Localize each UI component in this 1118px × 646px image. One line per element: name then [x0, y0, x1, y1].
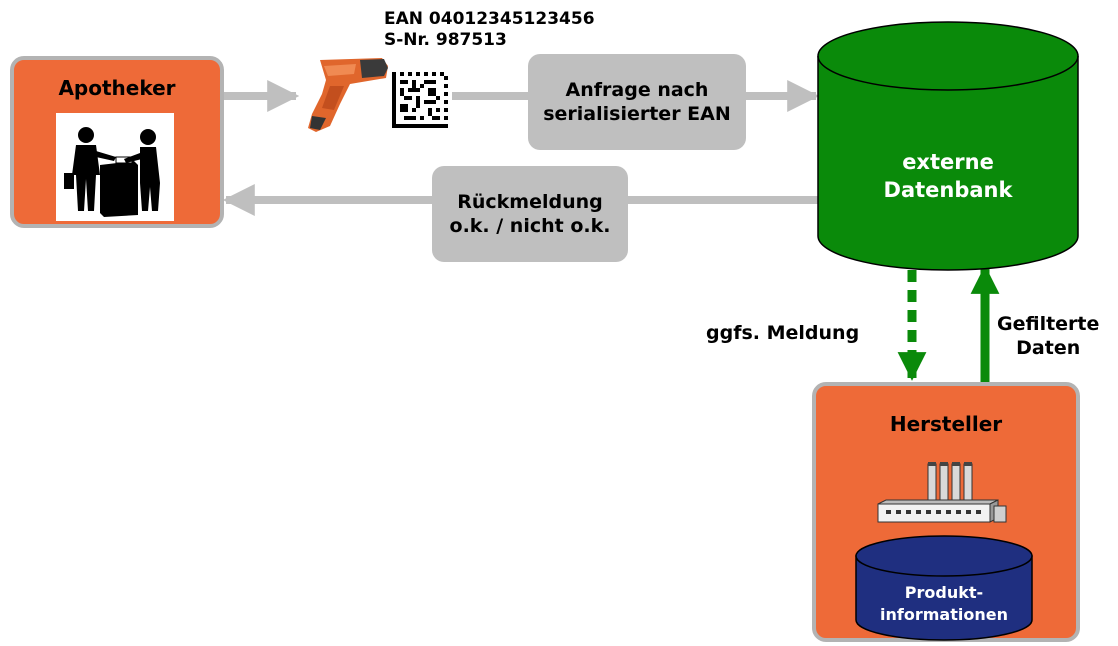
- datamatrix-code-icon: [392, 72, 448, 128]
- report-label: ggfs. Meldung: [706, 322, 860, 344]
- response-label-line2: o.k. / nicht o.k.: [449, 215, 611, 237]
- database-label-line2: Datenbank: [883, 178, 1013, 202]
- product-info-label: Produkt- informationen: [854, 582, 1034, 626]
- response-label-box: Rückmeldung o.k. / nicht o.k.: [432, 166, 628, 262]
- serial-number-label: S-Nr. 987513: [384, 30, 507, 50]
- product-info-line2: informationen: [880, 605, 1008, 624]
- request-label-line2: serialisierter EAN: [543, 103, 731, 125]
- manufacturer-node: Hersteller: [812, 382, 1080, 642]
- request-label-box: Anfrage nach serialisierter EAN: [528, 54, 746, 150]
- external-database-node: externe Datenbank: [816, 20, 1080, 272]
- database-cylinder-icon: [817, 21, 1079, 271]
- response-label-line1: Rückmeldung: [457, 191, 603, 213]
- filtered-data-label: Gefilterte Daten: [997, 312, 1099, 360]
- product-info-database: Produkt- informationen: [854, 534, 1034, 642]
- factory-icon: [876, 460, 1010, 530]
- database-label: externe Datenbank: [816, 148, 1080, 204]
- database-label-line1: externe: [902, 150, 994, 174]
- barcode-scanner-icon: [300, 44, 392, 136]
- product-database-cylinder-icon: [855, 535, 1033, 641]
- filtered-data-line2: Daten: [1016, 337, 1081, 359]
- pharmacist-node: Apotheker: [10, 56, 224, 228]
- product-info-line1: Produkt-: [904, 583, 984, 602]
- filtered-data-line1: Gefilterte: [997, 313, 1100, 335]
- request-label-line1: Anfrage nach: [565, 79, 709, 101]
- pharmacist-picture-icon: [56, 113, 174, 221]
- ean-number-label: EAN 04012345123456: [384, 9, 595, 29]
- manufacturer-title: Hersteller: [889, 412, 1003, 436]
- pharmacist-title: Apotheker: [58, 76, 176, 100]
